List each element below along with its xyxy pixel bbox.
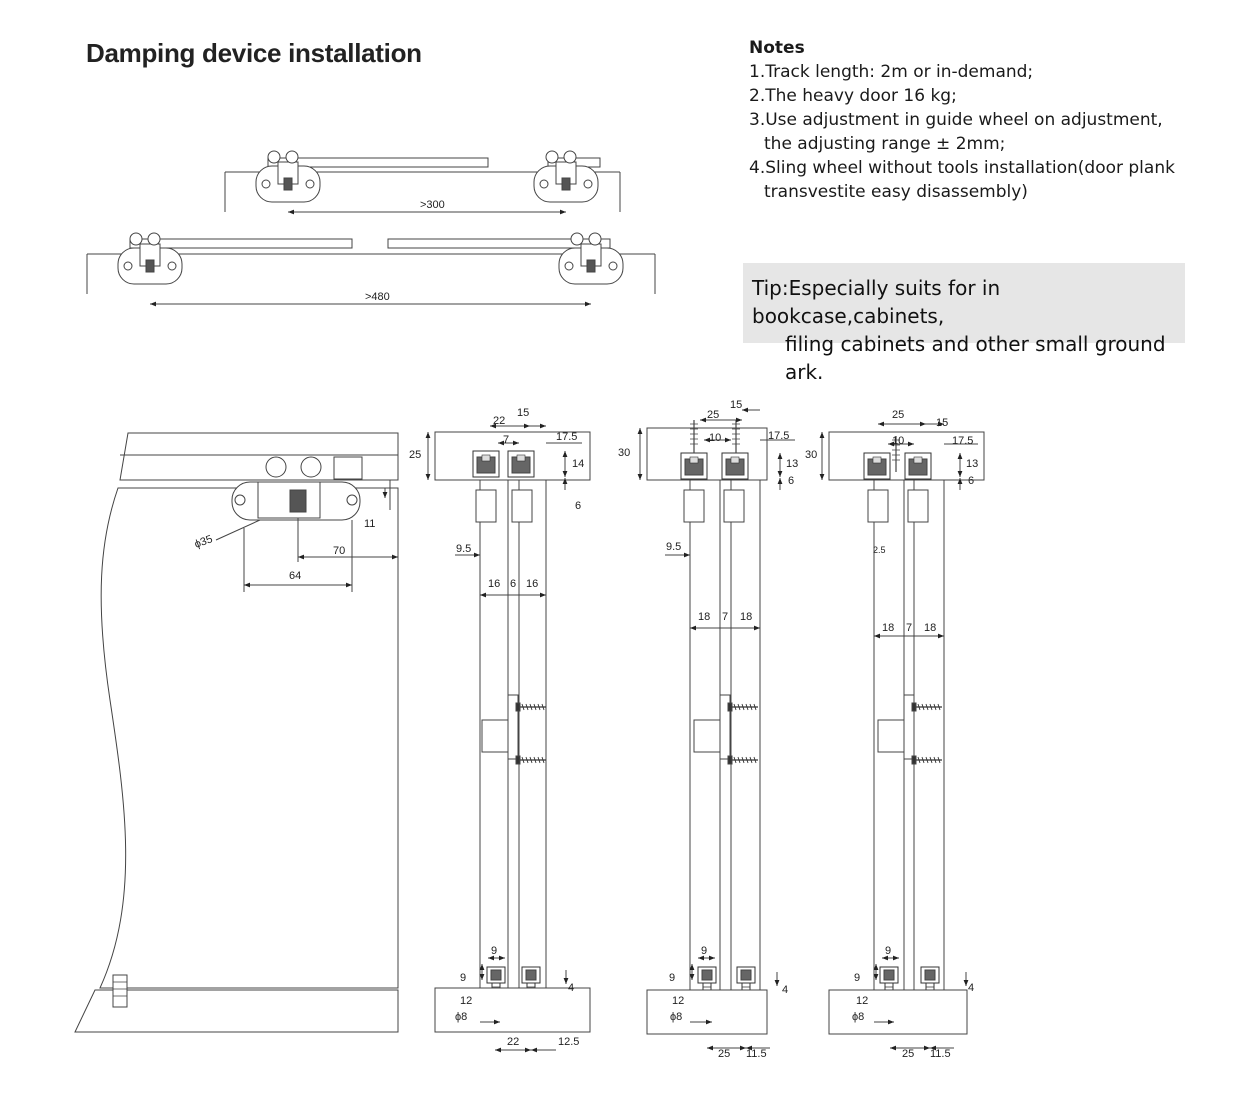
note-item: 4.Sling wheel without tools installation… — [749, 158, 1175, 178]
s3-t6: 6 — [968, 475, 974, 487]
s1-t22: 22 — [493, 415, 505, 427]
s2-t18b: 18 — [740, 611, 752, 623]
s3-t7: 7 — [906, 622, 912, 634]
s1-t6b: 6 — [510, 578, 516, 590]
s2-b9v: 9 — [669, 972, 675, 984]
s3-b8: ϕ8 — [852, 1011, 864, 1023]
s1-t7: 7 — [503, 434, 509, 446]
dim-70: 70 — [333, 545, 345, 557]
s3-b12: 12 — [856, 995, 868, 1007]
s1-t6: 6 — [575, 500, 581, 512]
section-1 — [425, 423, 591, 1053]
s2-t9-5: 9.5 — [666, 541, 681, 553]
s2-t17-5: 17.5 — [768, 430, 789, 442]
s3-b11-5: 11.5 — [930, 1048, 951, 1060]
s1-t15: 15 — [517, 407, 529, 419]
tip-line-1: Tip:Especially suits for in bookcase,cab… — [752, 276, 1001, 328]
note-item: 3.Use adjustment in guide wheel on adjus… — [749, 110, 1163, 130]
s1-b8: ϕ8 — [455, 1011, 467, 1023]
s3-t18a: 18 — [882, 622, 894, 634]
page-title: Damping device installation — [86, 38, 422, 68]
dim-300: >300 — [420, 199, 445, 211]
s1-b4: 4 — [568, 982, 574, 994]
note-item: transvestite easy disassembly) — [764, 182, 1028, 202]
s3-t13: 13 — [966, 458, 978, 470]
s1-b9v: 9 — [460, 972, 466, 984]
s3-t15: 15 — [936, 417, 948, 429]
s1-t9-5: 9.5 — [456, 543, 471, 555]
s2-b11-5: 11.5 — [746, 1048, 767, 1060]
dim-64: 64 — [289, 570, 301, 582]
dim-480: >480 — [365, 291, 390, 303]
s3-t2-5: 2.5 — [873, 545, 886, 555]
tip-line-2: filing cabinets and other small ground a… — [785, 332, 1166, 384]
s3-b9: 9 — [885, 945, 891, 957]
s3-t10: 10 — [892, 435, 904, 447]
s1-b12: 12 — [460, 995, 472, 1007]
s3-b9v: 9 — [854, 972, 860, 984]
top-diagram-1 — [224, 150, 621, 215]
s2-b8: ϕ8 — [670, 1011, 682, 1023]
s1-b9: 9 — [491, 945, 497, 957]
dim-d35: ϕ35 — [193, 533, 214, 551]
s3-t17-5: 17.5 — [952, 435, 973, 447]
s2-b25: 25 — [718, 1048, 730, 1060]
section-2 — [637, 407, 795, 1051]
s2-t18a: 18 — [698, 611, 710, 623]
s3-t30: 30 — [805, 449, 817, 461]
top-diagram-2 — [86, 232, 656, 307]
s1-b12-5: 12.5 — [558, 1036, 579, 1048]
s1-t16a: 16 — [488, 578, 500, 590]
door-view — [74, 432, 399, 1033]
s2-t10: 10 — [709, 432, 721, 444]
s1-t25: 25 — [409, 449, 421, 461]
s1-t16b: 16 — [526, 578, 538, 590]
s2-t30: 30 — [618, 447, 630, 459]
s2-t6: 6 — [788, 475, 794, 487]
s2-b4: 4 — [782, 984, 788, 996]
s2-b12: 12 — [672, 995, 684, 1007]
s3-b4: 4 — [968, 982, 974, 994]
tip-box: Tip:Especially suits for in bookcase,cab… — [743, 263, 1185, 384]
note-item: 1.Track length: 2m or in-demand; — [749, 62, 1034, 82]
dim-11: 11 — [364, 518, 375, 530]
s3-t18b: 18 — [924, 622, 936, 634]
section-3 — [819, 421, 985, 1051]
note-item: 2.The heavy door 16 kg; — [749, 86, 957, 106]
s2-t13: 13 — [786, 458, 798, 470]
s3-b25: 25 — [902, 1048, 914, 1060]
s2-t15: 15 — [730, 399, 742, 411]
notes-heading: Notes — [749, 38, 805, 58]
s2-b9: 9 — [701, 945, 707, 957]
note-item: the adjusting range ± 2mm; — [764, 134, 1006, 154]
s1-t14: 14 — [572, 458, 584, 470]
s2-t7: 7 — [722, 611, 728, 623]
notes-block: Notes 1.Track length: 2m or in-demand; 2… — [749, 36, 1175, 204]
s2-t25: 25 — [707, 409, 719, 421]
s3-t25: 25 — [892, 409, 904, 421]
s1-t17-5: 17.5 — [556, 431, 577, 443]
s1-b22: 22 — [507, 1036, 519, 1048]
